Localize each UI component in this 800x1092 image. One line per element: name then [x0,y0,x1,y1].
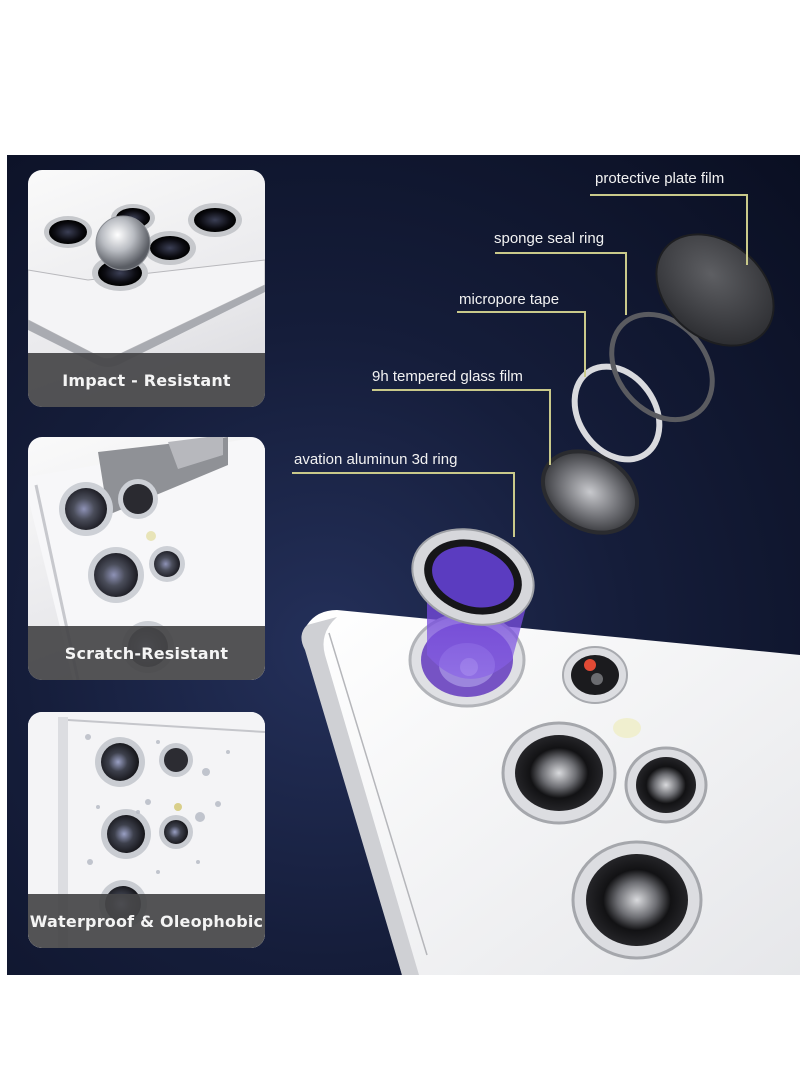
feature-caption: Impact - Resistant [28,353,265,407]
micropore-tape-layer [571,363,663,463]
feature-card-impact: Impact - Resistant [28,170,265,407]
exploded-lens-diagram [292,194,800,975]
feature-card-water: Waterproof & Oleophobic [28,712,265,948]
sponge-seal-ring-layer [609,311,715,423]
label-micropore-tape: micropore tape [459,291,560,308]
blade-scratch-image [28,437,265,680]
tempered-glass-layer [540,449,640,535]
feature-caption: Scratch-Resistant [28,626,265,680]
lens-drop-test-image [28,203,265,367]
protective-plate-layer [655,233,775,347]
label-protective-plate-film: protective plate film [595,170,725,187]
product-infographic-panel: Impact - Resistant Scratch-Resistant [7,155,800,975]
label-sponge-seal-ring: sponge seal ring [494,230,605,247]
leader-lines [292,194,748,537]
label-tempered-glass-film: 9h tempered glass film [372,368,523,385]
label-aluminum-ring: avation aluminun 3d ring [294,451,458,468]
feature-caption: Waterproof & Oleophobic [28,894,265,948]
feature-card-scratch: Scratch-Resistant [28,437,265,680]
